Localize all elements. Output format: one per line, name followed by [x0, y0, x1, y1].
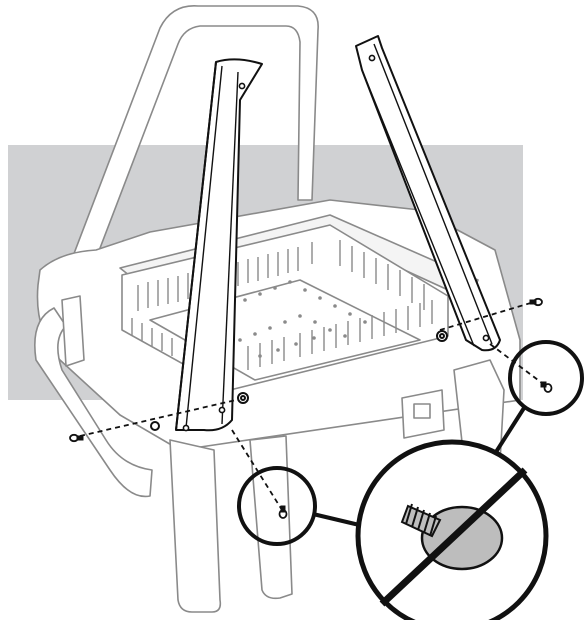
leg-right: [355, 35, 501, 352]
screw-icon: [69, 297, 553, 519]
screw-left: [69, 433, 84, 443]
dash-line-right: [489, 343, 547, 387]
magnifier-circle-icon-front: [237, 466, 317, 546]
screw-front: [278, 505, 288, 519]
leg-left: [175, 58, 263, 432]
grill-left-handle: [34, 307, 153, 498]
alignment-dash-lines: [79, 301, 547, 511]
dash-line-front: [231, 429, 283, 511]
screw-right: [540, 381, 553, 393]
grill-leg-front-left: [169, 439, 222, 613]
grill-control-knob: [413, 403, 431, 419]
magnifier-circle-icon-right: [508, 340, 584, 416]
screw-thread-detail: [400, 503, 442, 538]
dash-line-rear: [439, 301, 535, 331]
washer-nut-icon: [150, 330, 448, 431]
screw-rear: [529, 297, 543, 307]
grill-hinge-left: [61, 295, 85, 367]
screw-head-detail: [420, 505, 504, 571]
prohibition-icon: [355, 439, 549, 620]
prohibition-slash: [379, 467, 528, 607]
leg-holes: [182, 54, 490, 432]
